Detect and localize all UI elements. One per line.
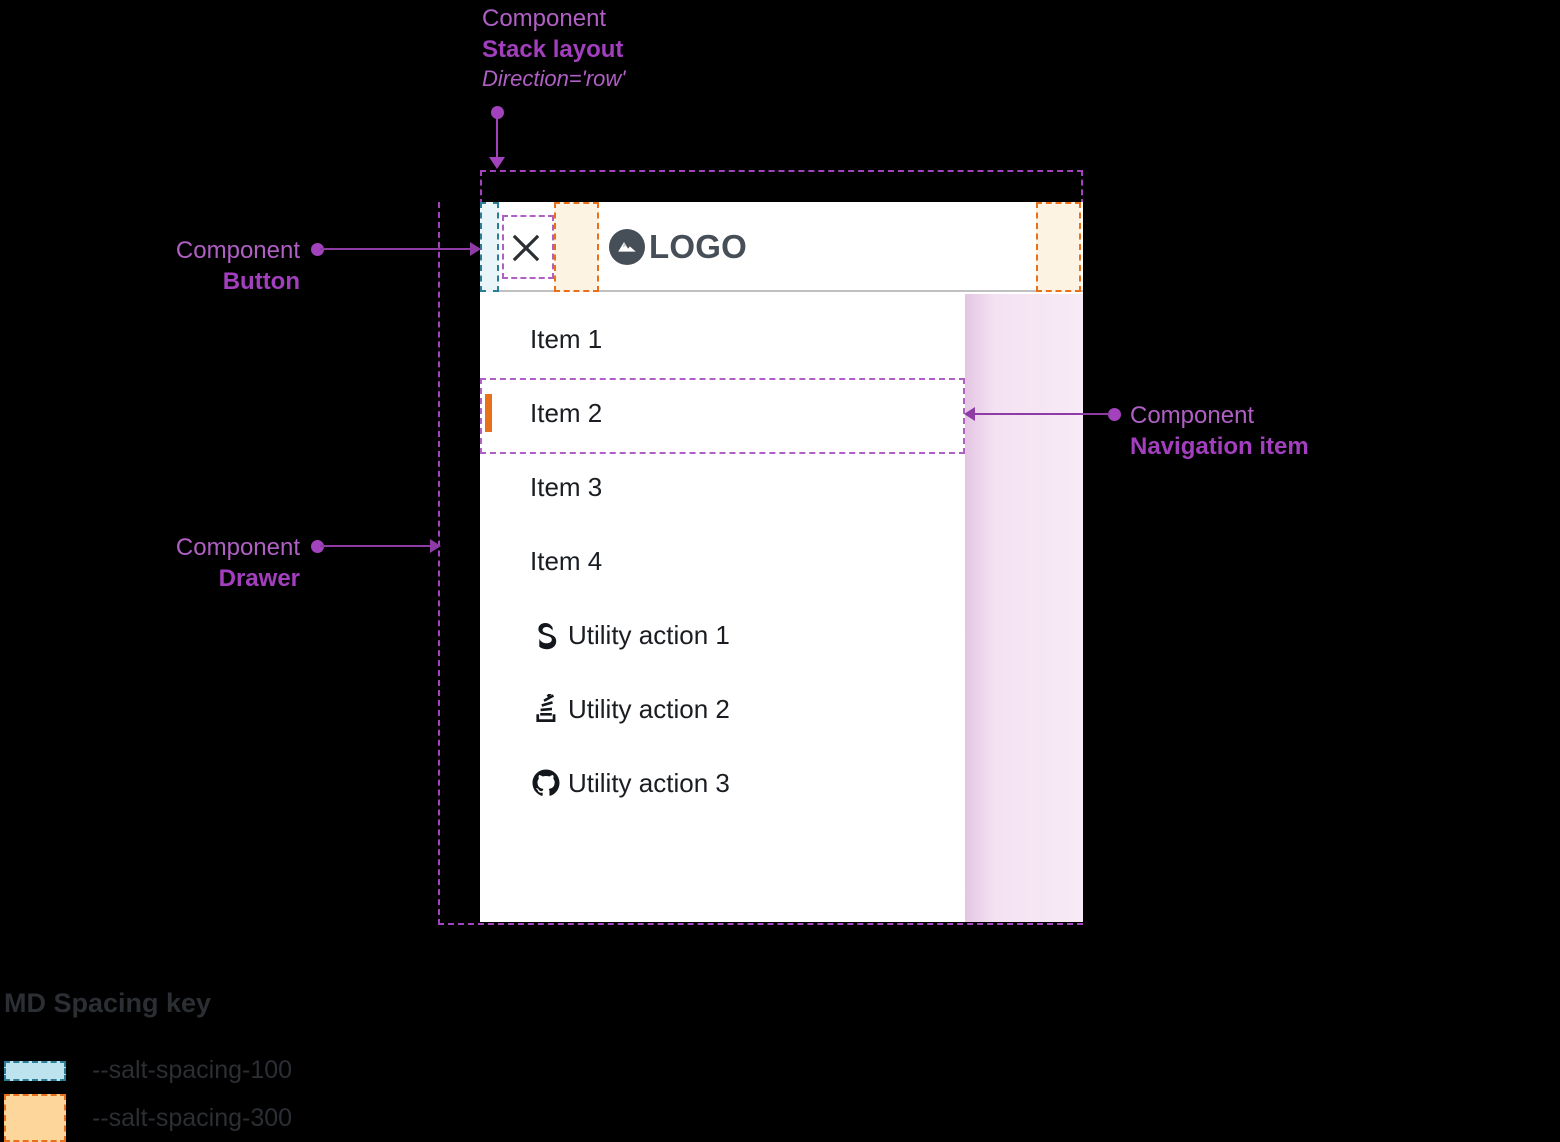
utility-action-label: Utility action 2 <box>568 693 730 724</box>
utility-action-3[interactable]: Utility action 3 <box>480 754 1083 812</box>
guide-button <box>502 215 554 279</box>
stack-overflow-icon <box>530 693 562 725</box>
logo-text: LOGO <box>649 228 747 265</box>
navigation-item-4[interactable]: Item 4 <box>480 532 1083 590</box>
annotation-navigation-item: Component Navigation item <box>1130 401 1309 462</box>
leader-dot-stack-layout <box>491 106 504 119</box>
annotation-drawer-kind: Component <box>175 534 300 561</box>
leader-line-drawer <box>320 545 432 547</box>
leader-arrow-drawer <box>430 539 441 553</box>
annotation-navigation-item-kind: Component <box>1130 402 1255 429</box>
utility-action-label: Utility action 3 <box>568 767 730 798</box>
annotation-drawer: Component Drawer <box>120 533 300 594</box>
close-button[interactable] <box>502 224 550 272</box>
spacing-key-row-100: --salt-spacing-100 <box>4 1056 292 1085</box>
utility-action-label: Utility action 1 <box>568 619 730 650</box>
drawer-navigation-list: Item 1 Item 2 Item 3 Item 4 Utility acti… <box>480 294 1083 922</box>
spacing-key-row-300: --salt-spacing-300 <box>4 1094 292 1142</box>
spacing-300-marker-gap <box>554 202 599 292</box>
salt-icon <box>530 619 562 651</box>
drawer-panel: LOGO Item 1 Item 2 Item 3 Item 4 <box>480 202 1083 922</box>
navigation-item-label: Item 2 <box>530 397 603 428</box>
spacing-300-marker-right <box>1036 202 1081 292</box>
spacing-key-label: --salt-spacing-100 <box>92 1056 293 1084</box>
annotation-stack-layout: Component Stack layout Direction='row' <box>482 4 626 94</box>
leader-arrow-stack-layout <box>489 157 505 169</box>
navigation-item-2[interactable]: Item 2 <box>480 384 1083 442</box>
drawer-header-stack: LOGO <box>480 202 1083 292</box>
leader-arrow-button <box>470 242 481 256</box>
leader-dot-navigation-item <box>1108 408 1121 421</box>
guide-navigation-item <box>480 378 965 454</box>
annotation-stack-layout-kind: Component <box>482 5 607 32</box>
navigation-item-label: Item 1 <box>530 323 603 354</box>
annotation-navigation-item-name: Navigation item <box>1130 432 1309 460</box>
close-icon <box>512 234 540 262</box>
github-icon <box>530 767 562 799</box>
spacing-100-swatch <box>4 1060 66 1081</box>
leader-line-stack-layout <box>496 116 498 160</box>
spacing-key-title: MD Spacing key <box>4 988 212 1018</box>
navigation-item-1[interactable]: Item 1 <box>480 310 1083 368</box>
annotation-drawer-name: Drawer <box>218 564 300 592</box>
navigation-item-3[interactable]: Item 3 <box>480 458 1083 516</box>
leader-line-button <box>320 248 472 250</box>
guide-drawer <box>438 202 1083 925</box>
leader-arrow-navigation-item <box>964 407 975 421</box>
active-indicator-bar <box>485 394 492 432</box>
spacing-key-label: --salt-spacing-300 <box>92 1103 293 1132</box>
annotation-button-name: Button <box>222 267 300 295</box>
leader-dot-drawer <box>311 540 324 553</box>
utility-action-2[interactable]: Utility action 2 <box>480 680 1083 738</box>
navigation-item-label: Item 3 <box>530 471 603 502</box>
utility-action-1[interactable]: Utility action 1 <box>480 606 1083 664</box>
spacing-100-marker-left <box>480 202 499 292</box>
navigation-item-label: Item 4 <box>530 545 603 576</box>
navigation-item-highlight-strip <box>965 294 1083 922</box>
brand-logo: LOGO <box>609 222 747 272</box>
annotation-stack-layout-name: Stack layout <box>482 35 624 63</box>
leader-dot-button <box>311 243 324 256</box>
leader-line-navigation-item <box>975 413 1110 415</box>
annotation-button: Component Button <box>120 236 300 297</box>
mountain-logo-icon <box>609 229 645 265</box>
annotation-button-kind: Component <box>175 237 300 264</box>
spacing-300-swatch <box>4 1094 66 1142</box>
annotation-stack-layout-prop: Direction='row' <box>482 66 626 92</box>
